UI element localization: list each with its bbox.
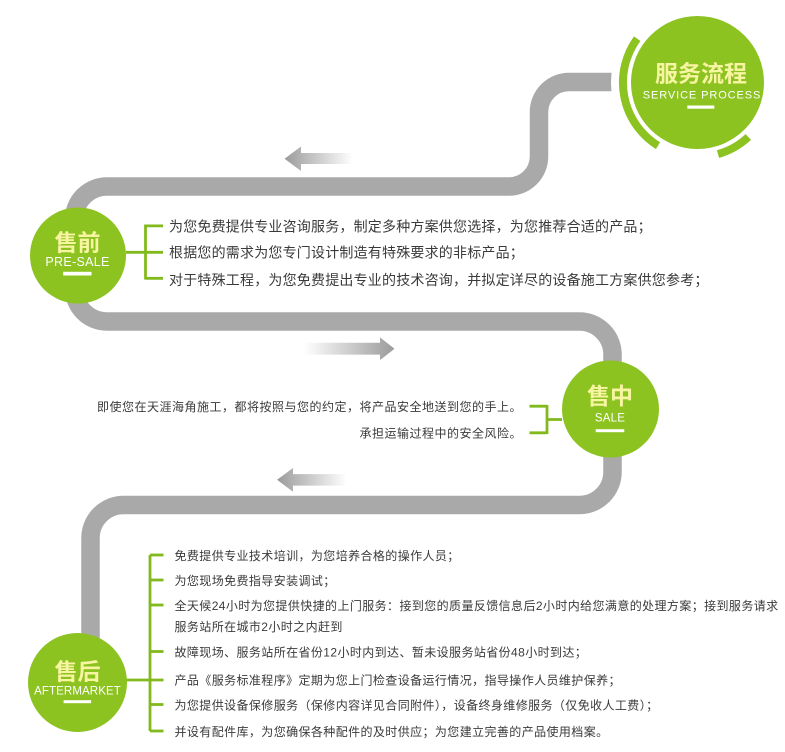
svg-text:对于特殊工程，为您免费提出专业的技术咨询，并拟定详尽的设备施: 对于特殊工程，为您免费提出专业的技术咨询，并拟定详尽的设备施工方案供您参考； <box>169 272 709 289</box>
svg-text:并设有配件库，为您确保各种配件的及时供应；为您建立完善的产品: 并设有配件库，为您确保各种配件的及时供应；为您建立完善的产品使用档案。 <box>175 724 609 739</box>
svg-text:全天候24小时为您提供快捷的上门服务：接到您的质量反馈信息后: 全天候24小时为您提供快捷的上门服务：接到您的质量反馈信息后2小时内给您满意的处… <box>175 598 779 613</box>
svg-text:免费提供专业技术培训，为您培养合格的操作人员；: 免费提供专业技术培训，为您培养合格的操作人员； <box>175 548 460 563</box>
svg-text:AFTERMARKET: AFTERMARKET <box>34 686 121 698</box>
svg-text:售前: 售前 <box>55 230 101 256</box>
svg-text:SERVICE PROCESS: SERVICE PROCESS <box>643 89 761 101</box>
svg-text:SALE: SALE <box>595 412 625 424</box>
svg-text:故障现场、服务站所在省份12小时内到达、暂未设服务站省份48: 故障现场、服务站所在省份12小时内到达、暂未设服务站省份48小时到达； <box>175 644 588 659</box>
svg-text:即使您在天涯海角施工，都将按照与您的约定，将产品安全地送到您: 即使您在天涯海角施工，都将按照与您的约定，将产品安全地送到您的手上。 <box>97 399 522 414</box>
svg-text:PRE-SALE: PRE-SALE <box>45 255 109 269</box>
svg-text:为您提供设备保修服务（保修内容详见合同附件），设备终身维修服: 为您提供设备保修服务（保修内容详见合同附件），设备终身维修服务（仅免收人工费）； <box>175 697 659 712</box>
svg-text:售后: 售后 <box>55 659 101 685</box>
svg-text:为您现场免费指导安装调试；: 为您现场免费指导安装调试； <box>175 573 336 588</box>
svg-text:承担运输过程中的安全风险。: 承担运输过程中的安全风险。 <box>359 426 522 441</box>
svg-text:服务站所在城市2小时之内赶到: 服务站所在城市2小时之内赶到 <box>175 619 343 634</box>
svg-text:为您免费提供专业咨询服务，制定多种方案供您选择，为您推荐合适: 为您免费提供专业咨询服务，制定多种方案供您选择，为您推荐合适的产品； <box>169 218 652 235</box>
svg-text:售中: 售中 <box>587 383 633 409</box>
svg-text:产品《服务标准程序》定期为您上门检查设备运行情况，指导操作人: 产品《服务标准程序》定期为您上门检查设备运行情况，指导操作人员维护保养； <box>175 672 621 687</box>
svg-text:服务流程: 服务流程 <box>655 61 747 87</box>
svg-text:根据您的需求为您专门设计制造有特殊要求的非标产品；: 根据您的需求为您专门设计制造有特殊要求的非标产品； <box>169 245 524 262</box>
